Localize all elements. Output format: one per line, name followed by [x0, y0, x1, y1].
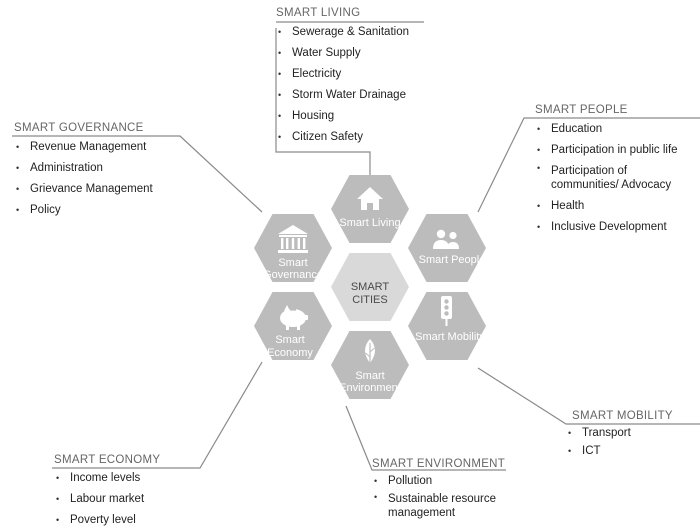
list-item: Grievance Management [14, 179, 184, 200]
item-list: Education Participation in public life P… [535, 119, 700, 238]
house-icon [357, 187, 383, 210]
hex-governance-label-2: Governance [263, 269, 323, 281]
list-item: Policy [14, 200, 184, 221]
list-item: Inclusive Development [535, 217, 700, 238]
leaf-icon [365, 339, 375, 366]
traffic-light-icon [441, 296, 452, 326]
center-label-2: CITIES [352, 294, 387, 306]
people-icon [433, 229, 459, 249]
block-smart-governance: SMART GOVERNANCE Revenue Management Admi… [14, 122, 184, 221]
block-title: SMART ENVIRONMENT [372, 458, 506, 470]
hex-living-label: Smart Living [339, 217, 400, 229]
list-item: Water Supply [276, 43, 436, 64]
list-item: Sewerage & Sanitation [276, 22, 436, 43]
list-item: Poverty level [54, 510, 204, 531]
list-item: Administration [14, 158, 184, 179]
hex-people-label: Smart People [419, 254, 486, 266]
item-list: Pollution Sustainable resource managemen… [372, 472, 522, 524]
list-item: Transport [566, 424, 697, 442]
connector-governance [12, 135, 263, 213]
item-list: Sewerage & Sanitation Water Supply Elect… [276, 22, 436, 148]
piggy-bank-icon [280, 305, 308, 330]
list-item: Education [535, 119, 700, 140]
list-item: Housing [276, 106, 436, 127]
item-list: Income levels Labour market Poverty leve… [54, 468, 204, 531]
hex-environment-label-1: Smart [355, 370, 384, 382]
hex-economy-label-1: Smart [275, 334, 304, 346]
hex-living [331, 175, 409, 243]
connector-environment [345, 405, 506, 471]
list-item: Participation in public life [535, 140, 700, 161]
center-label-1: SMART [351, 281, 390, 293]
list-item: Electricity [276, 64, 436, 85]
block-smart-economy: SMART ECONOMY Income levels Labour marke… [54, 454, 204, 531]
block-title: SMART PEOPLE [535, 104, 628, 116]
list-item: Labour market [54, 489, 204, 510]
item-list: Revenue Management Administration Grieva… [14, 137, 184, 221]
hex-environment-label-2: Environment [339, 382, 401, 394]
government-building-icon [278, 225, 308, 253]
block-title: SMART ECONOMY [54, 454, 161, 466]
block-smart-people: SMART PEOPLE Education Participation in … [535, 104, 700, 238]
list-item: Participation of communities/ Advocacy [535, 161, 683, 196]
hex-center [331, 253, 409, 321]
hex-economy-label-2: Economy [267, 347, 313, 359]
block-smart-mobility: SMART MOBILITY Transport ICT [568, 410, 697, 460]
list-item: Health [535, 196, 700, 217]
hex-governance-label-1: Smart [278, 257, 307, 269]
block-title: SMART MOBILITY [572, 410, 673, 422]
list-item: Storm Water Drainage [276, 85, 436, 106]
list-item: Citizen Safety [276, 127, 436, 148]
block-title: SMART LIVING [276, 7, 361, 19]
list-item: Revenue Management [14, 137, 184, 158]
connector-economy [52, 361, 263, 469]
hex-mobility-label: Smart Mobility [415, 331, 485, 343]
connector-people [477, 117, 700, 213]
list-item: Pollution [372, 472, 522, 490]
block-smart-living: SMART LIVING Sewerage & Sanitation Water… [276, 7, 436, 148]
list-item: ICT [566, 442, 697, 460]
block-title: SMART GOVERNANCE [14, 122, 144, 134]
block-smart-environment: SMART ENVIRONMENT Pollution Sustainable … [372, 458, 522, 524]
list-item: Sustainable resource management [372, 490, 508, 524]
list-item: Income levels [54, 468, 204, 489]
item-list: Transport ICT [566, 424, 697, 460]
